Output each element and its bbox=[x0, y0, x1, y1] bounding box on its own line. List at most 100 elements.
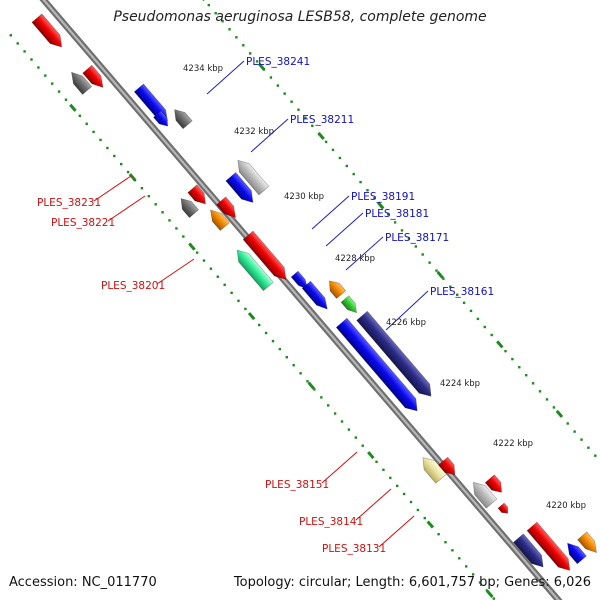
gene-arrow[interactable] bbox=[340, 295, 360, 316]
gene-arrow[interactable] bbox=[206, 206, 230, 231]
gene-arrow[interactable] bbox=[563, 539, 587, 565]
gene-arrow[interactable] bbox=[153, 110, 172, 130]
gene-label[interactable]: PLES_38151 bbox=[265, 479, 329, 491]
tick-dot bbox=[545, 398, 549, 401]
gene-arrow[interactable] bbox=[356, 310, 437, 401]
gene-arrow[interactable] bbox=[225, 172, 258, 206]
tick-dot bbox=[511, 357, 514, 361]
accession-text: Accession: NC_011770 bbox=[9, 575, 157, 590]
map-title: Pseudomonas aeruginosa LESB58, complete … bbox=[113, 9, 487, 25]
tick-mark bbox=[317, 131, 325, 141]
tick-dot bbox=[373, 197, 376, 200]
gene-label[interactable]: PLES_38181 bbox=[365, 208, 429, 220]
leader-line bbox=[93, 175, 132, 202]
tick-dot bbox=[9, 34, 12, 37]
gene-arrow[interactable] bbox=[438, 456, 460, 478]
tick-dot bbox=[414, 245, 417, 248]
tick-dot bbox=[78, 114, 81, 117]
tick-mark bbox=[257, 62, 266, 71]
gene-arrow[interactable] bbox=[242, 230, 291, 283]
tick-dot bbox=[594, 454, 597, 457]
gene-arrow[interactable] bbox=[497, 502, 511, 516]
leader-line bbox=[250, 118, 289, 153]
tick-dot bbox=[99, 138, 102, 142]
tick-dot bbox=[421, 253, 424, 256]
tick-dot bbox=[283, 92, 286, 95]
tick-dot bbox=[490, 333, 493, 337]
gene-arrow[interactable] bbox=[577, 531, 600, 557]
tick-dot bbox=[311, 124, 314, 127]
tick-label: 4226 kbp bbox=[386, 318, 426, 328]
leader-line bbox=[206, 60, 245, 95]
tick-dot bbox=[140, 187, 144, 190]
gene-arrow[interactable] bbox=[526, 521, 575, 574]
tick-dot bbox=[352, 172, 355, 176]
gene-label[interactable]: PLES_38171 bbox=[385, 232, 449, 244]
tick-dot bbox=[449, 285, 452, 288]
tick-dot bbox=[375, 460, 378, 463]
gene-arrow[interactable] bbox=[82, 64, 108, 91]
gene-arrow[interactable] bbox=[513, 533, 548, 571]
tick-dot bbox=[285, 356, 288, 359]
gene-arrow[interactable] bbox=[325, 277, 347, 299]
tick-dot bbox=[120, 162, 123, 166]
tick-dot bbox=[154, 203, 157, 206]
gene-arrow[interactable] bbox=[170, 106, 193, 130]
tick-dot bbox=[235, 36, 238, 39]
gene-arrow[interactable] bbox=[67, 68, 93, 95]
tick-dot bbox=[223, 283, 226, 286]
gene-label[interactable]: PLES_38131 bbox=[322, 543, 386, 555]
tick-dot bbox=[465, 565, 468, 568]
gene-label[interactable]: PLES_38241 bbox=[246, 56, 310, 68]
gene-label[interactable]: PLES_38201 bbox=[101, 280, 165, 292]
tick-dot bbox=[552, 406, 556, 409]
gene-arrow[interactable] bbox=[290, 270, 311, 292]
gene-arrow[interactable] bbox=[484, 474, 506, 496]
tick-dot bbox=[407, 237, 411, 240]
gene-arrow[interactable] bbox=[176, 195, 199, 219]
tick-dot bbox=[485, 589, 489, 592]
tick-dot bbox=[442, 277, 445, 280]
tick-dot bbox=[361, 444, 364, 447]
gene-label[interactable]: PLES_38221 bbox=[51, 217, 115, 229]
gene-label[interactable]: PLES_38231 bbox=[37, 197, 101, 209]
tick-mark bbox=[307, 381, 315, 390]
gene-arrow[interactable] bbox=[468, 478, 498, 509]
tick-dot bbox=[396, 484, 399, 488]
tick-dot bbox=[400, 229, 404, 232]
tick-mark bbox=[496, 340, 504, 349]
tick-dot bbox=[504, 349, 507, 353]
tick-label: 4222 kbp bbox=[493, 439, 533, 449]
gene-label[interactable]: PLES_38211 bbox=[290, 114, 354, 126]
gene-labels: PLES_38241 PLES_38211 PLES_38191 PLES_38… bbox=[37, 56, 494, 555]
leader-line bbox=[311, 195, 350, 230]
gene-label[interactable]: PLES_38141 bbox=[299, 516, 363, 528]
gene-arrow[interactable] bbox=[233, 156, 270, 196]
gene-label[interactable]: PLES_38161 bbox=[430, 286, 494, 298]
tick-dot bbox=[340, 420, 344, 423]
tick-mark bbox=[247, 312, 256, 321]
tick-dot bbox=[345, 164, 348, 168]
gene-arrow[interactable] bbox=[216, 196, 240, 222]
gene-label[interactable]: PLES_38191 bbox=[351, 191, 415, 203]
gene-arrow[interactable] bbox=[301, 280, 331, 312]
tick-mark bbox=[555, 409, 564, 418]
tick-dot bbox=[393, 221, 397, 224]
tick-dot bbox=[126, 170, 130, 174]
tick-dot bbox=[580, 438, 583, 441]
tick-dot bbox=[306, 380, 309, 383]
tick-dot bbox=[209, 267, 213, 270]
leader-line bbox=[385, 290, 429, 331]
gene-arrow[interactable] bbox=[187, 184, 210, 208]
tick-dot bbox=[214, 12, 217, 15]
leader-line bbox=[156, 258, 195, 285]
tick-mark bbox=[486, 589, 494, 599]
tick-mark bbox=[69, 103, 77, 112]
leader-line bbox=[355, 488, 392, 521]
gene-arrow[interactable] bbox=[335, 317, 422, 415]
tick-dot bbox=[492, 597, 495, 600]
gene-arrow[interactable] bbox=[31, 13, 67, 51]
gene-arrow[interactable] bbox=[232, 246, 274, 292]
